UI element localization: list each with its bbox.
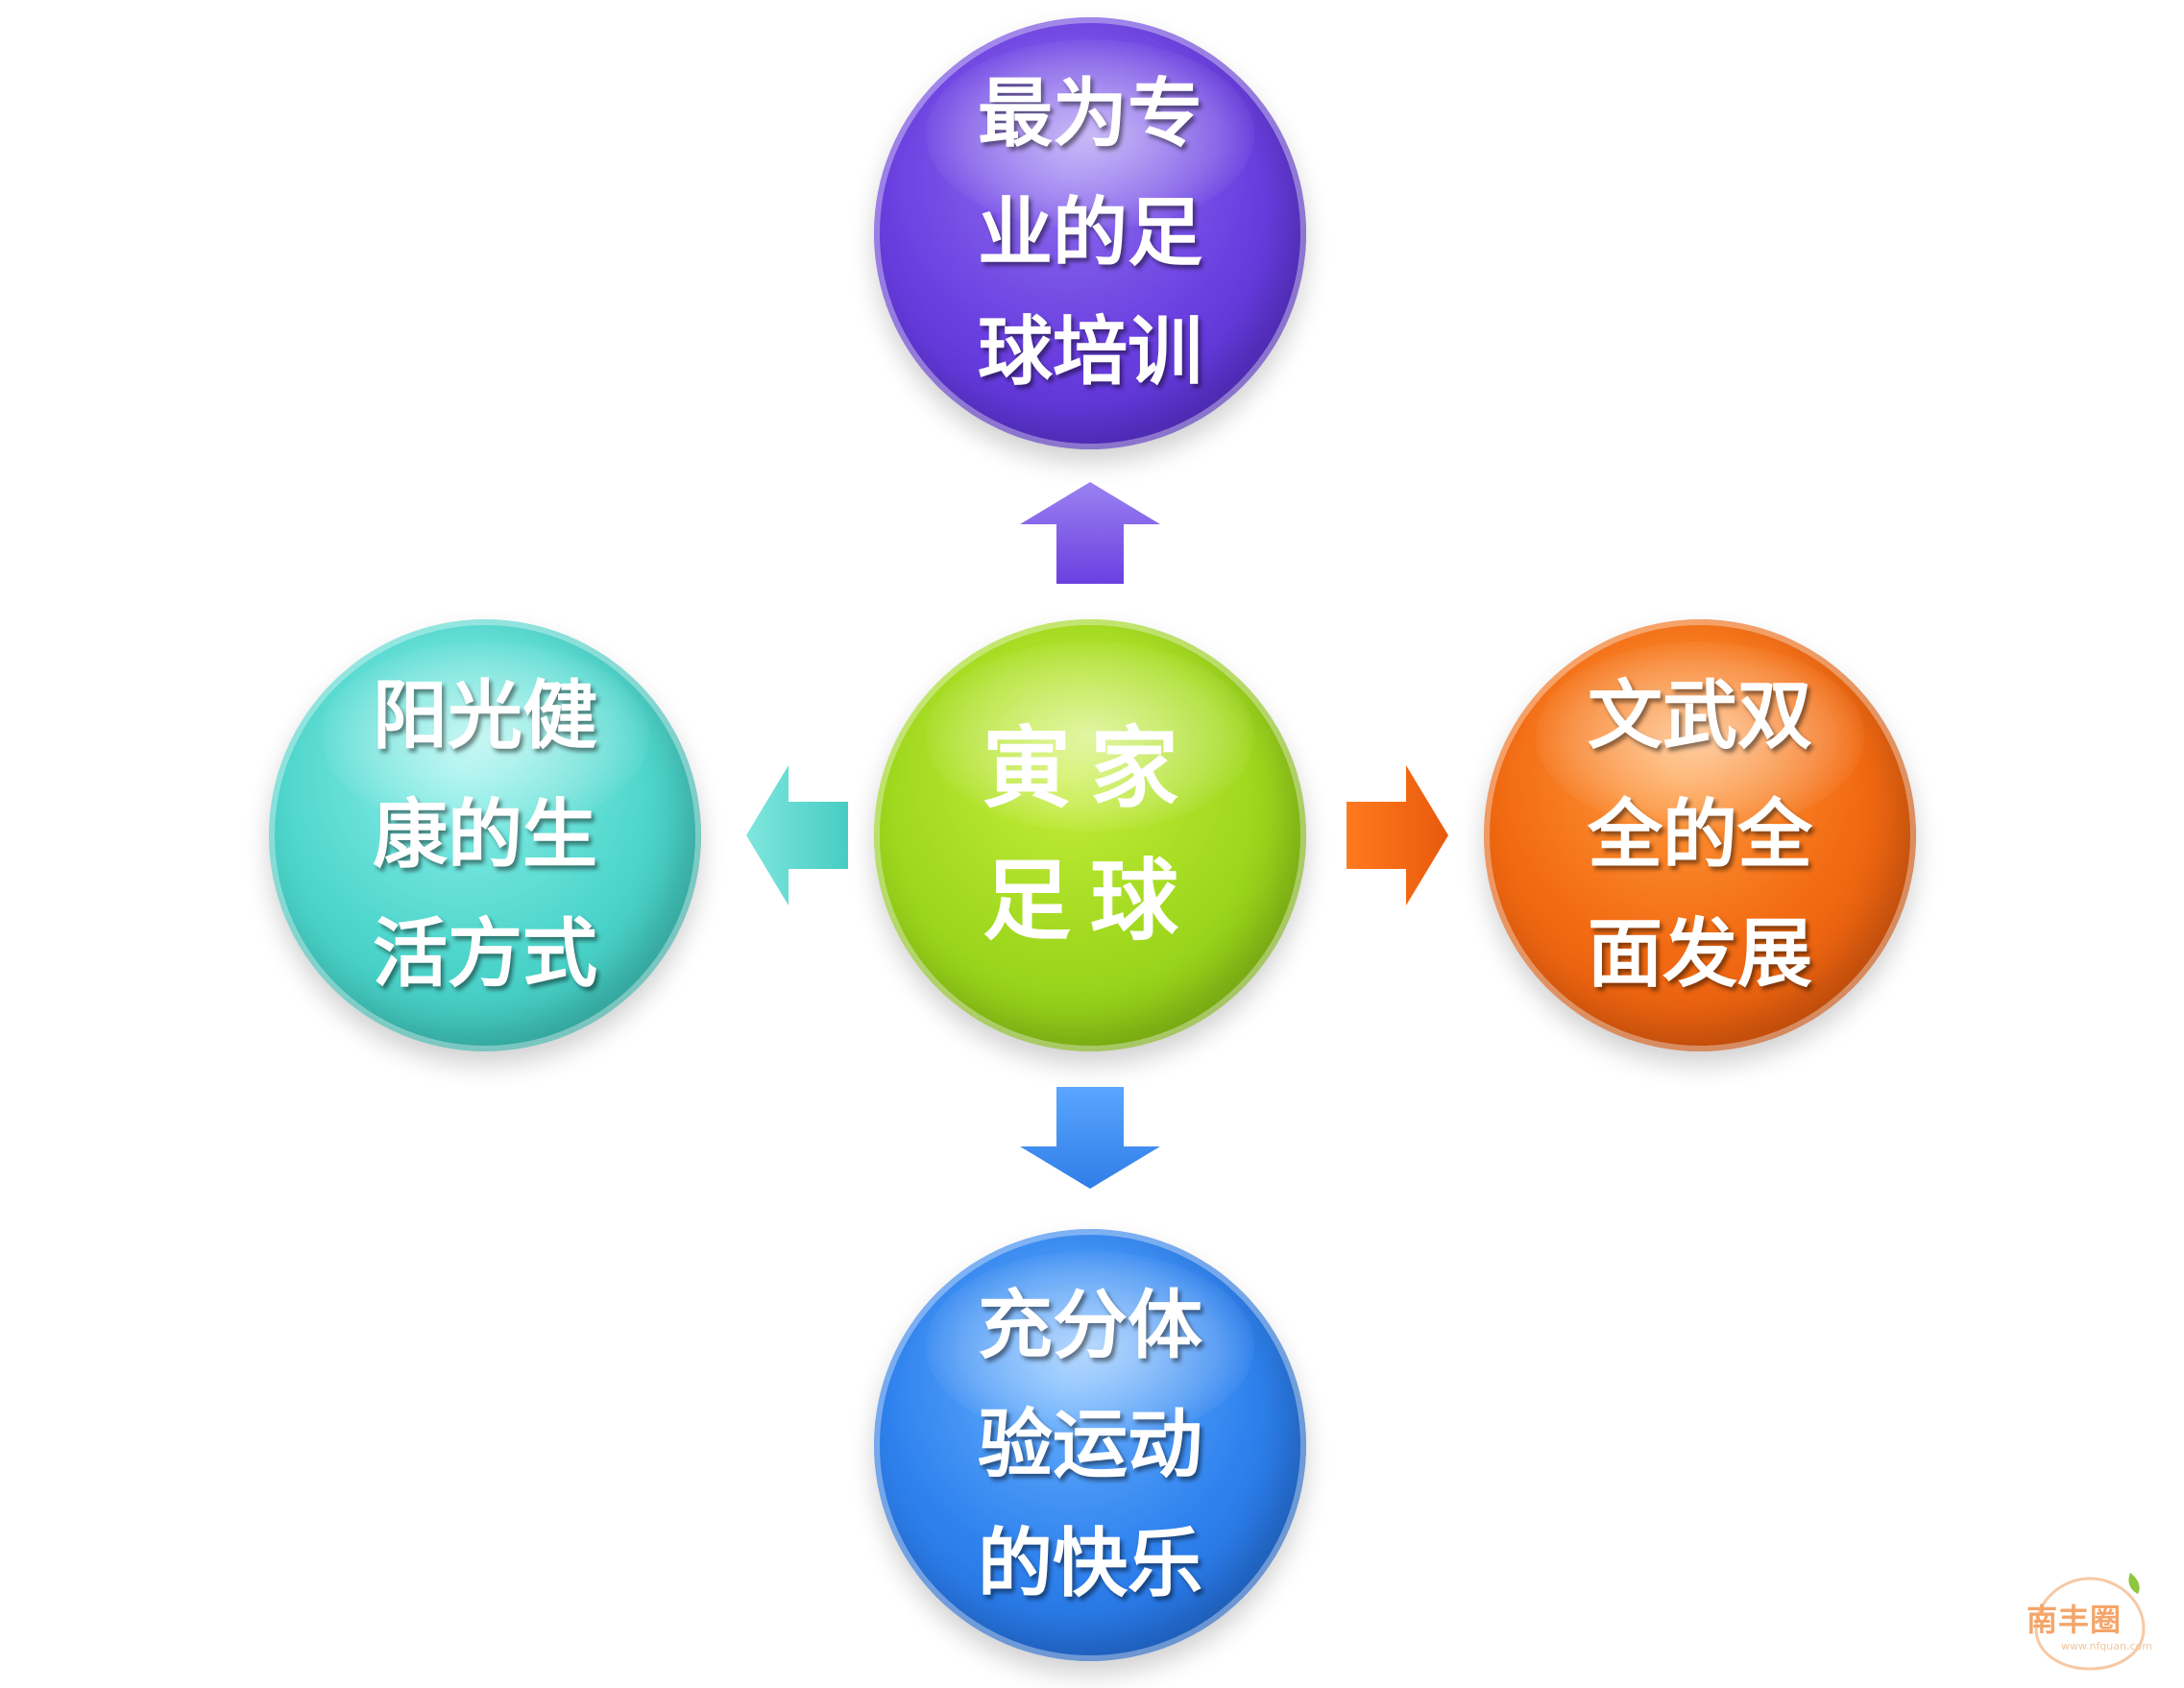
arrow-right-icon: [1347, 765, 1448, 905]
arrow-up-icon: [1020, 482, 1160, 584]
arrow-left-icon: [746, 765, 848, 905]
peach-logo-icon: [2034, 1573, 2146, 1671]
watermark-url: www.nfquan.com: [2061, 1640, 2152, 1652]
right-node: 文武双全的全面发展: [1484, 619, 1916, 1051]
arrow-down-icon: [1020, 1087, 1160, 1189]
center-node-label: 寅家足球: [982, 717, 1198, 953]
left-node-label: 阳光健康的生活方式: [373, 673, 598, 998]
bottom-node: 充分体验运动的快乐: [874, 1229, 1306, 1661]
top-node-label: 最为专业的足球培训: [978, 71, 1203, 396]
right-node-label: 文武双全的全面发展: [1588, 673, 1813, 998]
top-node: 最为专业的足球培训: [874, 17, 1306, 449]
left-node: 阳光健康的生活方式: [269, 619, 701, 1051]
watermark-text: 南丰圈: [2026, 1602, 2123, 1638]
bottom-node-label: 充分体验运动的快乐: [978, 1283, 1203, 1607]
center-node: 寅家足球: [874, 619, 1306, 1051]
watermark-logo: 南丰圈 www.nfquan.com: [2023, 1569, 2157, 1675]
